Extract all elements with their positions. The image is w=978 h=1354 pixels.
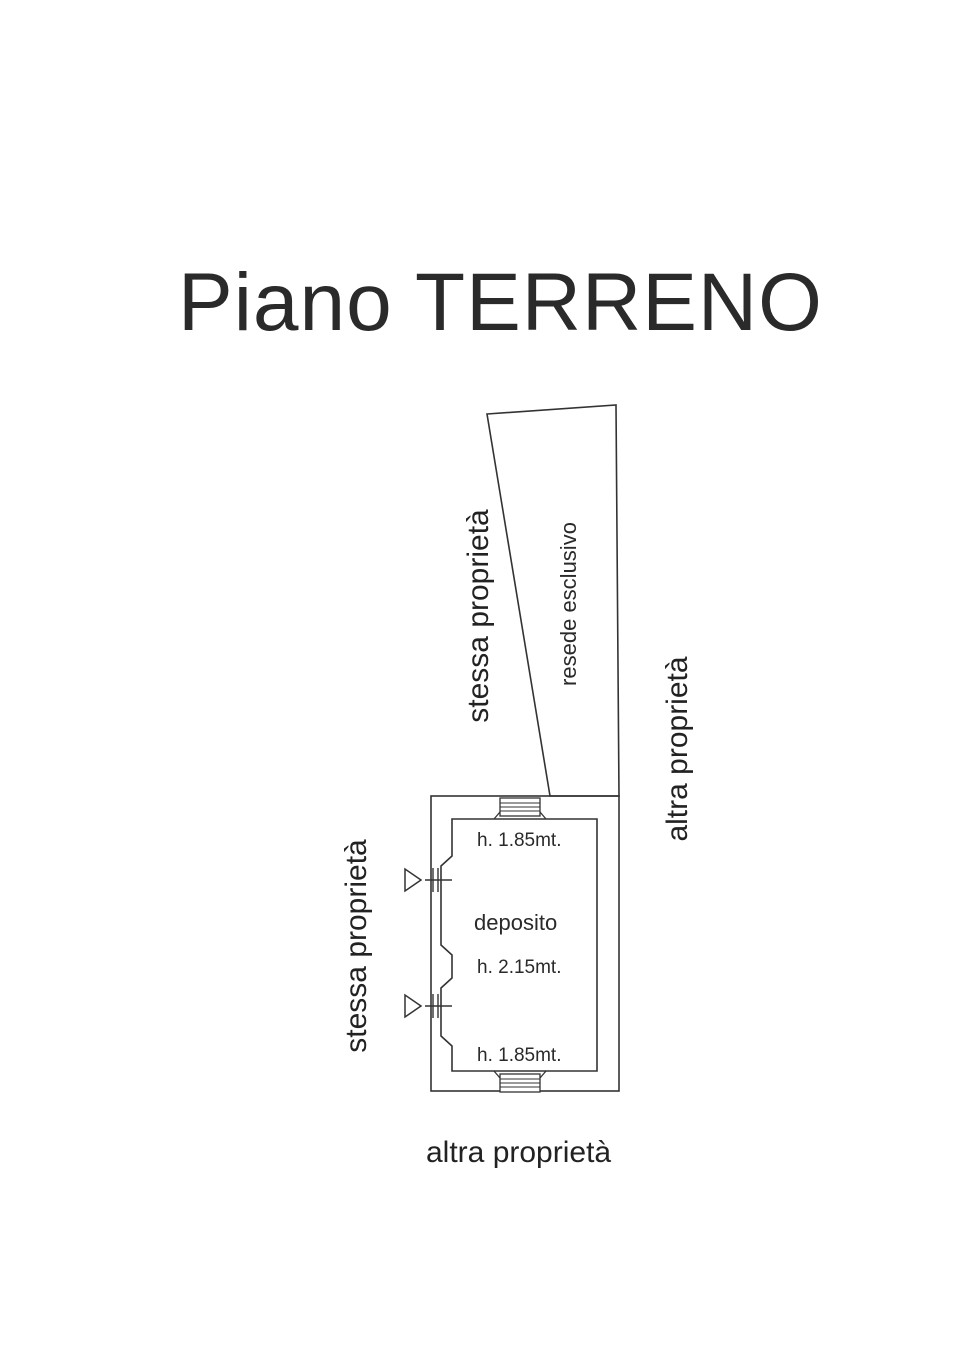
label-left-upper-neighbor: stessa proprietà [462,509,495,723]
building-inner-wall [440,818,598,1072]
label-height-center: h. 2.15mt. [477,957,562,978]
label-bottom-neighbor: altra proprietà [426,1136,611,1169]
top-window [493,797,547,820]
entrance-arrow-upper [404,867,452,893]
bottom-window [493,1070,547,1093]
label-left-lower-neighbor: stessa proprietà [340,839,373,1053]
label-room-name: deposito [474,910,557,935]
plan-title: Piano TERRENO [178,257,823,348]
label-right-neighbor: altra proprietà [661,656,694,841]
label-height-top: h. 1.85mt. [477,830,562,851]
entrance-arrow-lower [404,993,452,1019]
label-height-bottom: h. 1.85mt. [477,1045,562,1066]
courtyard-outline [486,404,620,797]
label-courtyard: resede esclusivo [556,522,581,686]
